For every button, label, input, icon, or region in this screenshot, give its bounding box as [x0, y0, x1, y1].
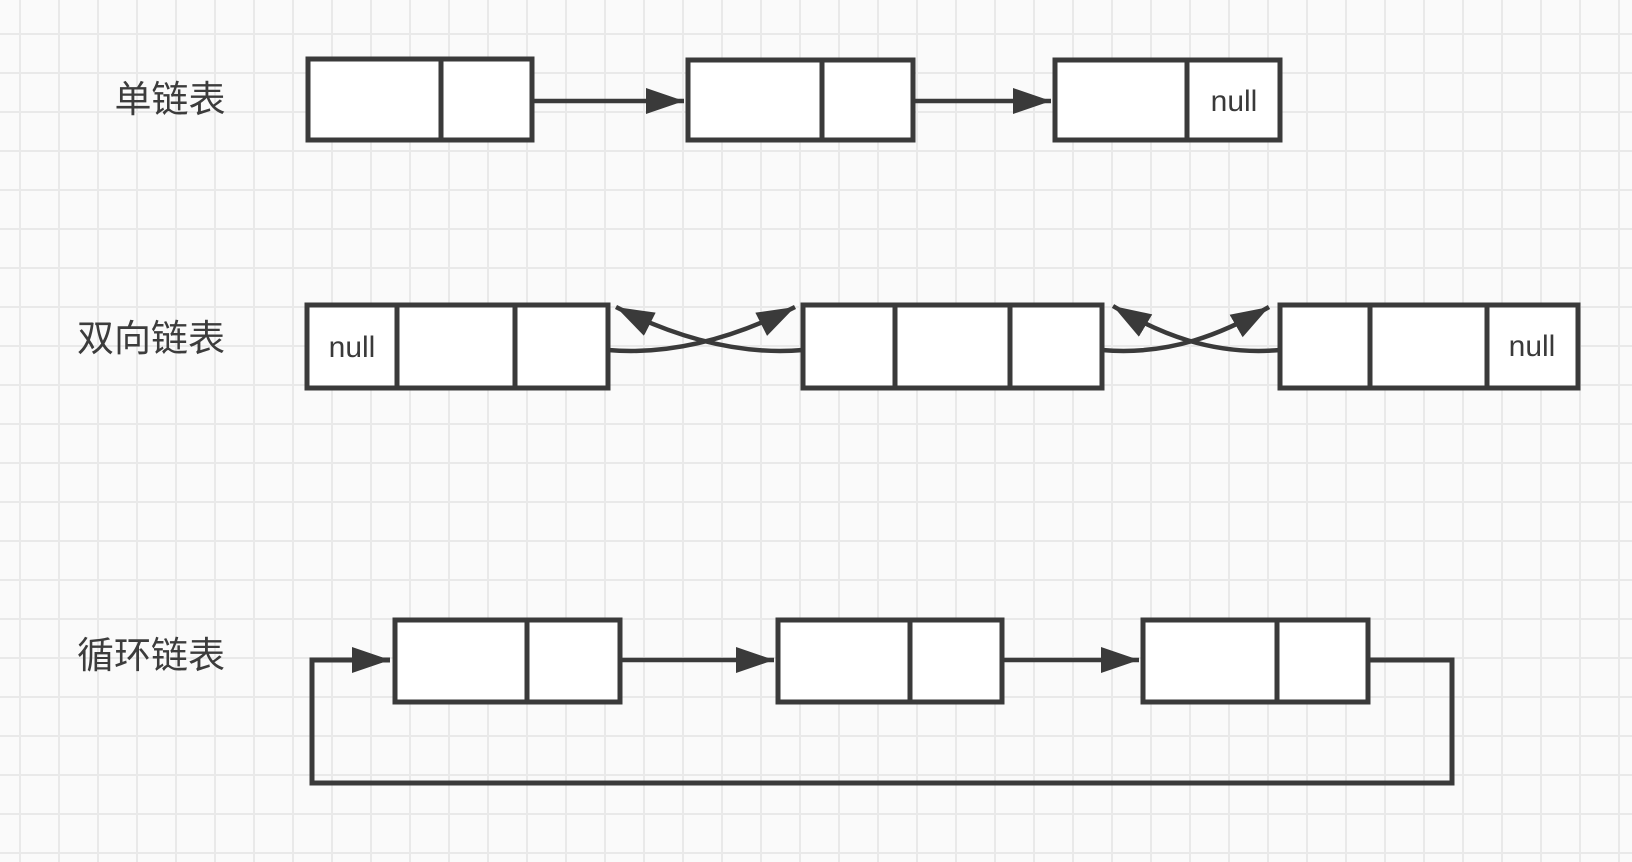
singly-node-2 — [685, 57, 916, 143]
doubly-node-2 — [800, 302, 1105, 391]
doubly-node-3 — [1277, 302, 1581, 391]
singly-node-1 — [305, 56, 535, 143]
doubly-next-arrow-1-2 — [607, 304, 797, 354]
singly-linked-list-row: 单链表 null — [115, 56, 1283, 143]
circular-loop-back-arrow — [309, 647, 1455, 786]
doubly-prev-arrow-2-1 — [614, 304, 804, 354]
circular-linked-list-row: 循环链表 — [77, 617, 1455, 786]
row-label-circular: 循环链表 — [77, 635, 225, 676]
doubly-linked-list-row: 双向链表 null null — [77, 302, 1581, 391]
doubly-prev-arrow-3-2 — [1111, 304, 1281, 354]
singly-node-3 — [1052, 57, 1283, 143]
row-label-singly: 单链表 — [115, 79, 226, 120]
doubly-tail-null-label: null — [1509, 330, 1556, 363]
circular-node-1 — [392, 617, 623, 705]
doubly-node-1 — [304, 302, 611, 391]
singly-tail-null-label: null — [1211, 85, 1258, 118]
circular-node-2 — [775, 617, 1005, 705]
circular-node-3 — [1140, 617, 1371, 705]
row-label-doubly: 双向链表 — [77, 318, 225, 359]
doubly-head-null-label: null — [329, 331, 376, 364]
